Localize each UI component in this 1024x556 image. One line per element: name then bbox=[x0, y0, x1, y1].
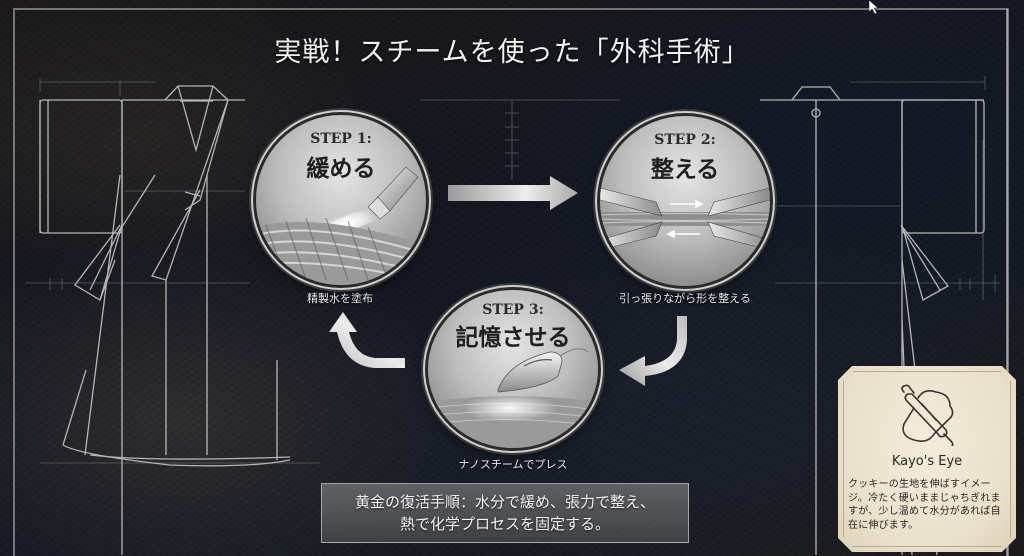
step-2-caption: 引っ張りながら形を整える bbox=[619, 292, 751, 305]
summary-line-1: 黄金の復活手順：水分で緩め、張力で整え、 bbox=[354, 493, 655, 511]
step-1-medal: STEP 1: 緩める bbox=[256, 115, 426, 285]
summary-banner: 黄金の復活手順：水分で緩め、張力で整え、 熱で化学プロセスを固定する。 bbox=[321, 483, 689, 543]
step-2-medal: STEP 2: 整える bbox=[600, 116, 770, 286]
spray-nozzle-icon bbox=[256, 166, 426, 285]
steam-iron-icon bbox=[428, 348, 598, 448]
step-3-label: STEP 3: bbox=[482, 302, 544, 318]
mouse-cursor-icon bbox=[869, 0, 879, 14]
tweezers-stretch-icon bbox=[600, 187, 770, 251]
card-border bbox=[843, 371, 1011, 547]
summary-line-2: 熱で化学プロセスを固定する。 bbox=[399, 515, 610, 533]
rolling-pin-dough-icon bbox=[894, 384, 960, 446]
step-2-label: STEP 2: bbox=[654, 132, 716, 148]
kayos-eye-card: Kayo's Eye クッキーの生地を伸ばすイメージ。冷たく硬いままじゃちぎれま… bbox=[838, 366, 1016, 552]
arrow-curve-up-icon bbox=[329, 312, 405, 368]
card-title: Kayo's Eye bbox=[891, 454, 963, 469]
page-title: 実戦！スチームを使った「外科手術」 bbox=[274, 37, 750, 68]
arrow-curve-down-icon bbox=[619, 316, 687, 386]
step-1-caption: 精製水を塗布 bbox=[307, 292, 373, 305]
arrow-right-icon bbox=[448, 176, 578, 210]
step-3-caption: ナノスチームでプレス bbox=[458, 458, 568, 471]
step-3-name: 記憶させる bbox=[455, 324, 571, 351]
card-body: クッキーの生地を伸ばすイメージ。冷たく硬いままじゃちぎれますが、少し温めて水分が… bbox=[848, 479, 1001, 531]
step-1-label: STEP 1: bbox=[310, 131, 372, 147]
step-3-medal: STEP 3: 記憶させる bbox=[428, 290, 598, 448]
step-2-name: 整える bbox=[650, 156, 720, 183]
step-1-name: 緩める bbox=[306, 155, 376, 182]
